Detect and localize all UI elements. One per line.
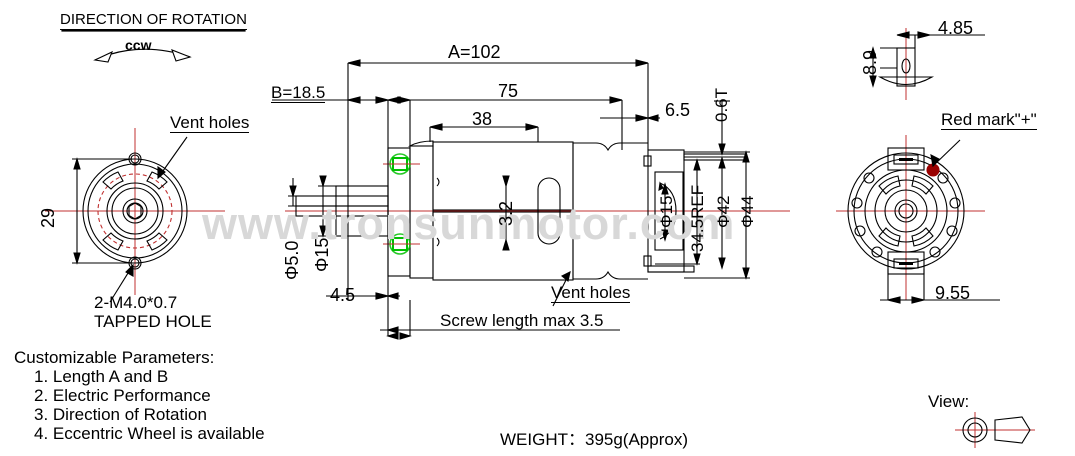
main-dim-phi42: Φ42 [714, 195, 733, 228]
notes-item-4: 4. Eccentric Wheel is available [34, 424, 265, 444]
view-label: View: [928, 392, 970, 411]
direction-of-rotation-title: DIRECTION OF ROTATION [60, 11, 247, 30]
terminal-detail-view [869, 28, 985, 100]
left-view-vent-holes-callout: Vent holes [170, 113, 250, 134]
terminal-dim-89: 8.9 [860, 49, 880, 75]
right-end-view [836, 135, 1000, 304]
notes-heading: Customizable Parameters: [14, 348, 215, 367]
red-mark-callout: Red mark"+" [941, 110, 1037, 131]
rotation-direction-label: ccw [125, 37, 152, 53]
main-dim-phi15: Φ15 [657, 195, 676, 228]
notes-item-3: 3. Direction of Rotation [34, 405, 207, 425]
notes-item-2: 2. Electric Performance [34, 386, 211, 406]
main-dim-overall-length: A=102 [448, 42, 501, 62]
main-dim-shaft-diameter: Φ5.0 [282, 240, 302, 280]
main-dim-32: 3.2 [496, 200, 516, 226]
main-dim-flange-diameter: Φ15 [312, 237, 332, 272]
left-view-dim-29: 29 [38, 207, 58, 228]
main-dim-phi44: Φ44 [738, 195, 757, 228]
view-direction-symbol [955, 412, 1035, 448]
left-end-view [45, 128, 225, 303]
weight-label: WEIGHT：395g(Approx) [500, 430, 688, 449]
notes-item-1: 1. Length A and B [34, 367, 169, 387]
main-dim-345ref: 34.5REF [688, 184, 707, 252]
main-dim-06t: 0.6T [712, 87, 731, 122]
main-dim-45: 4.5 [330, 285, 356, 305]
customizable-parameters-block: Customizable Parameters: 1. Length A and… [14, 348, 265, 443]
main-dim-65: 6.5 [665, 100, 691, 120]
main-dim-38: 38 [472, 109, 493, 129]
main-vent-holes-callout: Vent holes [551, 283, 631, 304]
main-dim-b: B=18.5 [271, 83, 326, 104]
right-view-dim-955: 9.55 [935, 283, 971, 303]
main-screw-length-note: Screw length max 3.5 [440, 311, 604, 330]
main-dim-75: 75 [498, 81, 519, 101]
terminal-dim-485: 4.85 [938, 18, 974, 38]
rotation-arrow-arc [93, 48, 192, 63]
left-view-tapped-hole-spec: 2-M4.0*0.7 [94, 293, 178, 312]
main-section-view [272, 59, 790, 340]
left-view-tapped-hole-label: TAPPED HOLE [94, 312, 212, 331]
